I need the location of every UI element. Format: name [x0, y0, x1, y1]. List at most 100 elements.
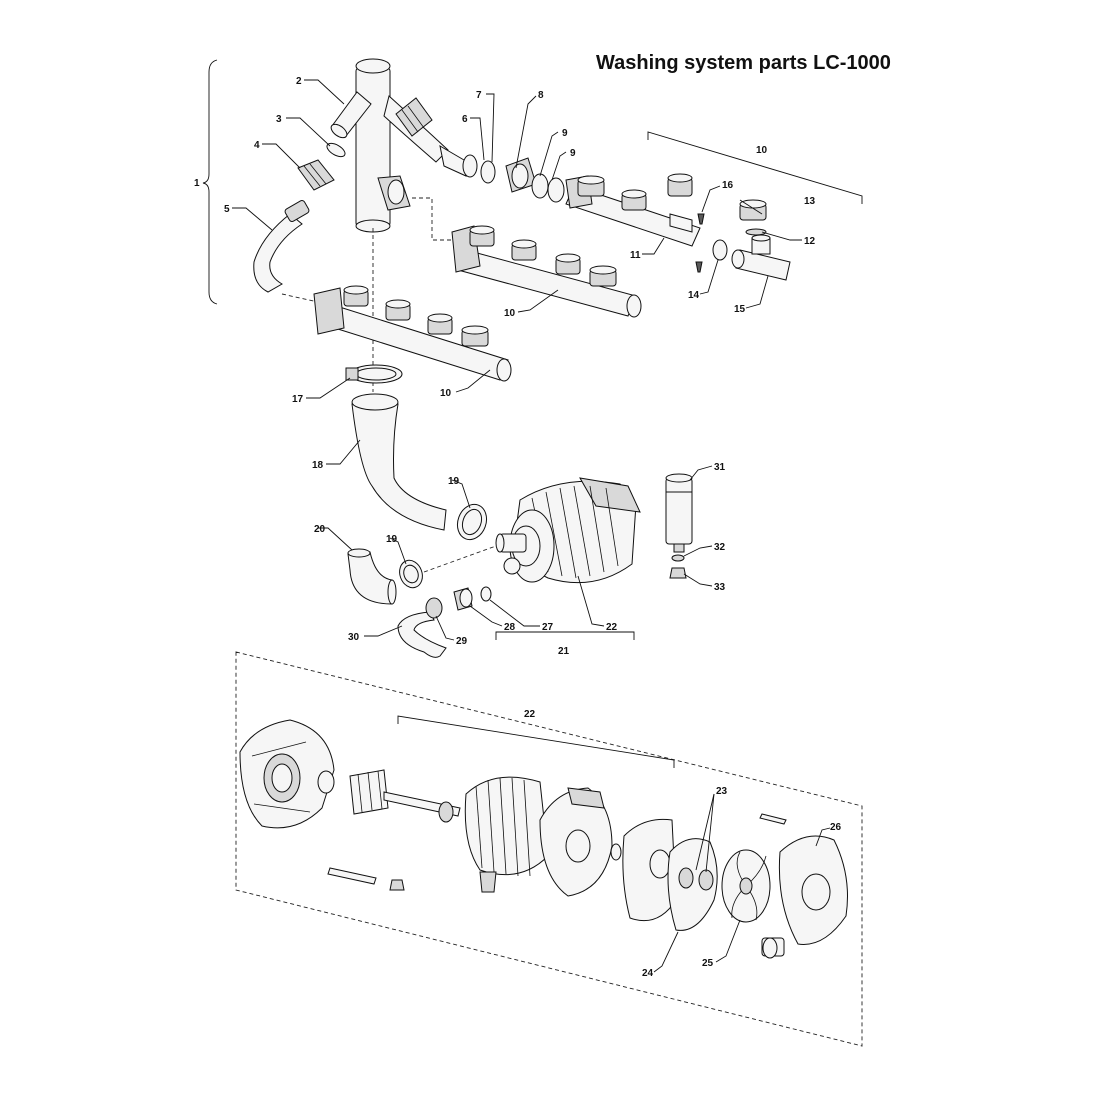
callout-14: 14	[688, 290, 700, 301]
motor-stator	[464, 776, 549, 893]
washer-pump	[610, 843, 622, 861]
callout-17: 17	[292, 394, 304, 405]
hose-clamp-19-lower	[399, 559, 423, 589]
tie-rod-bolt	[327, 867, 377, 885]
pump-housing-plate	[622, 818, 677, 922]
callout-9a: 9	[562, 128, 568, 139]
hose-clamp-19-upper	[456, 503, 488, 541]
elbow-hose-end	[284, 200, 310, 222]
end-cap-15	[731, 234, 791, 281]
o-ring-14	[712, 239, 728, 261]
callout-29: 29	[456, 636, 468, 647]
hose-clamp-29	[425, 597, 443, 619]
exploded-pump-frame	[235, 651, 863, 1047]
elbow-20-top	[347, 548, 371, 558]
diagram-title: Washing system parts LC-1000	[596, 52, 891, 74]
check-valve-28	[453, 587, 473, 611]
ring-9a	[531, 173, 549, 199]
hose-18	[351, 403, 447, 531]
fan-impeller	[349, 769, 389, 815]
nut-4	[297, 159, 335, 191]
callout-21: 21	[558, 646, 570, 657]
callout-7: 7	[476, 90, 482, 101]
screw-pump-cover	[759, 813, 787, 825]
axis-line-manifold-mid	[412, 197, 458, 241]
callout-24: 24	[642, 968, 654, 979]
callout-32: 32	[714, 542, 726, 553]
callout-23: 23	[716, 786, 728, 797]
callout-5: 5	[224, 204, 230, 215]
y-pipe-side-fitting	[377, 175, 411, 211]
spray-nozzle-13	[739, 199, 767, 221]
seal-23a	[678, 867, 694, 889]
callout-4: 4	[254, 140, 260, 151]
callout-12: 12	[804, 236, 816, 247]
callout-9b: 9	[570, 148, 576, 159]
callout-26: 26	[830, 822, 842, 833]
callout-16: 16	[722, 180, 734, 191]
motor-end-bracket	[239, 719, 335, 829]
callout-10-mid: 10	[504, 308, 516, 319]
o-ring-6	[462, 154, 478, 178]
gasket-24	[667, 838, 718, 931]
motor-flange	[539, 787, 613, 897]
bracket-21	[495, 631, 635, 640]
nut-33	[669, 567, 687, 579]
callout-8: 8	[538, 90, 544, 101]
screw-16	[697, 213, 705, 225]
callout-22a: 22	[606, 622, 618, 633]
callout-10-top: 10	[756, 145, 768, 156]
callout-1: 1	[194, 178, 200, 189]
callout-10-low: 10	[440, 388, 452, 399]
callout-13: 13	[804, 196, 816, 207]
callout-labels: 1 2 3 4 5 6 7 8 9 9 10 10 10 11 12 13 14…	[194, 76, 842, 979]
callout-28: 28	[504, 622, 516, 633]
impeller-25	[721, 849, 771, 923]
bearing-rear	[438, 801, 454, 823]
callout-15: 15	[734, 304, 746, 315]
callout-6: 6	[462, 114, 468, 125]
callout-3: 3	[276, 114, 282, 125]
drain-hose-30	[397, 611, 447, 658]
axis-line-pump-inlet	[423, 545, 497, 573]
callout-11: 11	[630, 250, 641, 261]
hose-18-top	[351, 393, 399, 411]
callout-30: 30	[348, 632, 360, 643]
spray-manifold-top	[565, 173, 701, 247]
callout-33: 33	[714, 582, 726, 593]
callout-18: 18	[312, 460, 324, 471]
ring-9b	[547, 177, 565, 203]
tie-rod-nut	[389, 879, 405, 891]
elbow-20-end	[387, 579, 397, 605]
wash-pump-22	[495, 477, 641, 584]
elbow-20	[347, 551, 393, 605]
callout-20: 20	[314, 524, 326, 535]
leader-lines	[232, 79, 831, 973]
seal-23b	[698, 869, 714, 891]
connector-hose	[439, 145, 467, 177]
callout-19b: 19	[386, 534, 398, 545]
screw-lower	[695, 261, 703, 273]
pressure-chamber-31	[665, 473, 693, 553]
callout-22b: 22	[524, 709, 536, 720]
callout-19a: 19	[448, 476, 460, 487]
bracket-22-lower	[397, 715, 675, 768]
spray-manifold-lower	[313, 285, 512, 382]
washer-27	[480, 586, 492, 602]
bearing-front	[317, 770, 335, 794]
callout-2: 2	[296, 76, 302, 87]
y-pipe-coupling-nut	[395, 97, 433, 137]
axis-line-hose-5	[281, 293, 319, 303]
elbow-hose-5	[253, 213, 303, 293]
group-1-brace	[202, 59, 218, 305]
o-ring-3	[326, 142, 346, 158]
spray-manifold-middle	[451, 225, 642, 318]
callout-27: 27	[542, 622, 554, 633]
bayonet-nut-8	[505, 157, 537, 193]
hose-clamp-17	[345, 364, 403, 384]
o-ring-7	[480, 160, 496, 184]
pump-cover-26	[761, 835, 848, 959]
callout-25: 25	[702, 958, 714, 969]
